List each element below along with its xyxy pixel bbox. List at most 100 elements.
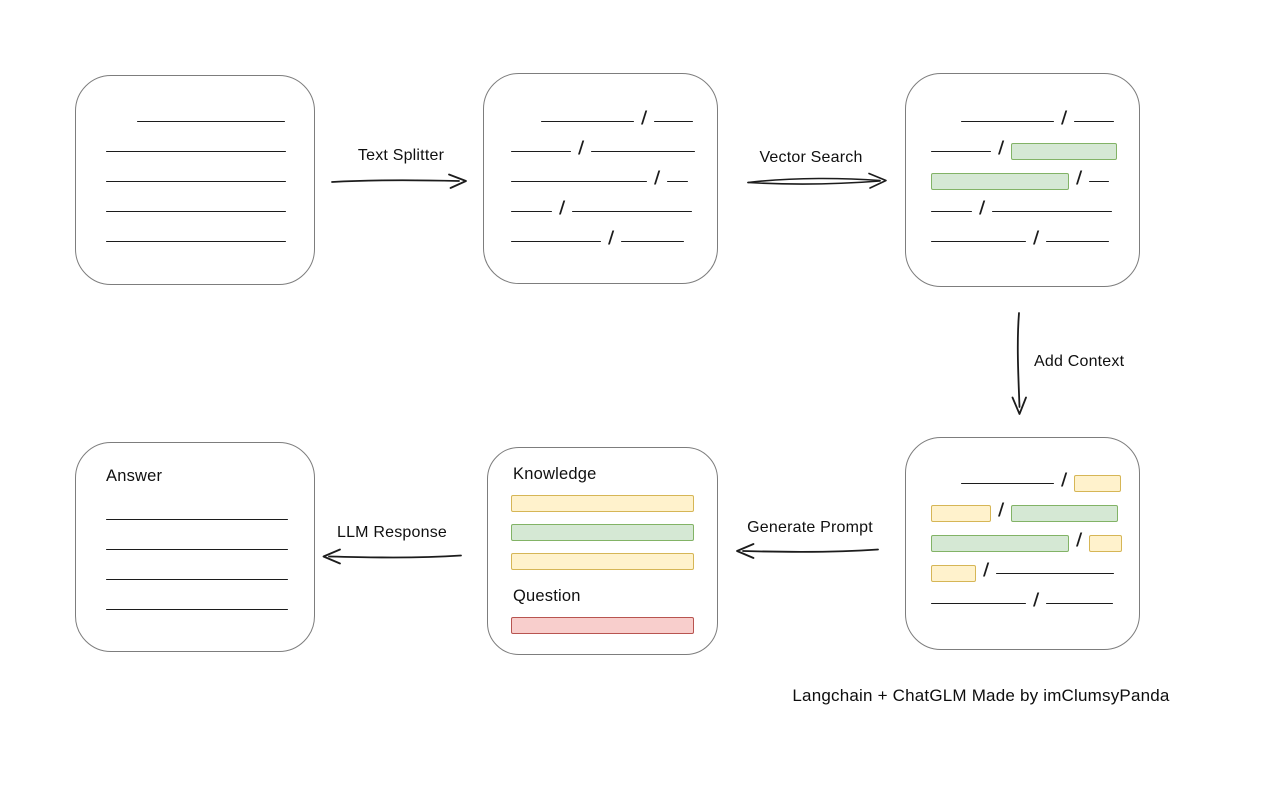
text-line bbox=[106, 210, 286, 212]
text-line bbox=[931, 150, 991, 152]
text-line bbox=[511, 180, 647, 182]
text-line bbox=[996, 572, 1115, 574]
llm-response-label: LLM Response bbox=[336, 524, 448, 541]
chunk-row: Answer bbox=[106, 461, 314, 491]
source-document-rows bbox=[76, 76, 314, 256]
chunk-row: / bbox=[931, 166, 1139, 196]
split-text-rows: / / / / / bbox=[484, 74, 717, 256]
chunk-row: / bbox=[511, 166, 717, 196]
chunk-row bbox=[106, 594, 314, 624]
text-line bbox=[106, 240, 286, 242]
text-line bbox=[106, 608, 288, 610]
vector-search-arrow bbox=[747, 172, 887, 189]
text-line bbox=[106, 150, 286, 152]
text-line bbox=[106, 180, 286, 182]
yellow-highlight-bar bbox=[1074, 474, 1122, 492]
chunk-row: / bbox=[931, 226, 1139, 256]
chunk-row: / bbox=[511, 226, 717, 256]
chunk-row: / bbox=[931, 498, 1139, 528]
chunk-row: / bbox=[931, 558, 1139, 588]
chunk-row bbox=[511, 547, 717, 576]
chunk-row bbox=[106, 226, 314, 256]
chunk-row bbox=[511, 611, 717, 640]
node-matched-chunks: / / / / / bbox=[905, 73, 1140, 287]
chunk-row: / bbox=[931, 196, 1139, 226]
chunk-separator-slash: / bbox=[998, 500, 1005, 520]
chunk-row: / bbox=[961, 106, 1139, 136]
node-split-text: / / / / / bbox=[483, 73, 718, 284]
red-highlight-bar bbox=[511, 617, 694, 634]
text-line bbox=[1074, 120, 1115, 122]
generate-prompt-label: Generate Prompt bbox=[747, 519, 873, 536]
chunk-row bbox=[106, 136, 314, 166]
chunk-separator-slash: / bbox=[559, 198, 566, 218]
chunk-separator-slash: / bbox=[983, 560, 990, 580]
text-line bbox=[931, 240, 1026, 242]
chunk-row: Knowledge bbox=[513, 460, 717, 489]
chunk-row: / bbox=[931, 588, 1139, 618]
green-highlight-bar bbox=[931, 534, 1069, 552]
chunk-row bbox=[511, 518, 717, 547]
llm-response-arrow bbox=[322, 548, 462, 565]
chunk-row: / bbox=[931, 528, 1139, 558]
text-line bbox=[992, 210, 1113, 212]
chunk-row bbox=[137, 106, 314, 136]
add-context-label: Add Context bbox=[1034, 353, 1125, 370]
chunk-row bbox=[106, 564, 314, 594]
chunk-row bbox=[106, 534, 314, 564]
text-splitter-label: Text Splitter bbox=[357, 147, 445, 164]
green-highlight-bar bbox=[511, 524, 694, 541]
text-line bbox=[106, 578, 288, 580]
chunk-separator-slash: / bbox=[998, 138, 1005, 158]
chunk-separator-slash: / bbox=[1076, 168, 1083, 188]
text-splitter-arrow bbox=[331, 173, 467, 189]
chunk-row bbox=[106, 166, 314, 196]
text-line bbox=[511, 150, 571, 152]
text-line bbox=[106, 548, 288, 550]
node-answer: Answer bbox=[75, 442, 315, 652]
yellow-highlight-bar bbox=[1089, 534, 1123, 552]
text-line bbox=[106, 518, 288, 520]
vector-search-label: Vector Search bbox=[759, 149, 863, 166]
text-line bbox=[541, 120, 634, 122]
text-line bbox=[931, 602, 1026, 604]
text-line bbox=[1089, 180, 1110, 182]
yellow-highlight-bar bbox=[511, 495, 694, 512]
chunk-row bbox=[511, 489, 717, 518]
context-chunks-rows: / / / / / bbox=[906, 438, 1139, 618]
chunk-row: / bbox=[961, 468, 1139, 498]
green-highlight-bar bbox=[931, 172, 1069, 190]
chunk-separator-slash: / bbox=[1033, 228, 1040, 248]
chunk-separator-slash: / bbox=[608, 228, 615, 248]
text-line bbox=[511, 210, 552, 212]
box-heading: Knowledge bbox=[513, 465, 597, 483]
chunk-row bbox=[106, 196, 314, 226]
text-line bbox=[572, 210, 693, 212]
chunk-separator-slash: / bbox=[654, 168, 661, 188]
green-highlight-bar bbox=[1011, 142, 1118, 160]
answer-rows: Answer bbox=[76, 443, 314, 624]
text-line bbox=[654, 120, 694, 122]
text-line bbox=[961, 120, 1054, 122]
chunk-row bbox=[106, 504, 314, 534]
box-heading: Question bbox=[513, 587, 581, 605]
add-context-arrow bbox=[1011, 312, 1027, 415]
node-source-document bbox=[75, 75, 315, 285]
green-highlight-bar bbox=[1011, 504, 1119, 522]
yellow-highlight-bar bbox=[931, 564, 976, 582]
chunk-separator-slash: / bbox=[1061, 470, 1068, 490]
node-context-chunks: / / / / / bbox=[905, 437, 1140, 650]
text-line bbox=[931, 210, 972, 212]
chunk-separator-slash: / bbox=[1061, 108, 1068, 128]
chunk-row: / bbox=[541, 106, 717, 136]
text-line bbox=[621, 240, 685, 242]
chunk-separator-slash: / bbox=[979, 198, 986, 218]
text-line bbox=[961, 482, 1054, 484]
chunk-separator-slash: / bbox=[641, 108, 648, 128]
chunk-separator-slash: / bbox=[1076, 530, 1083, 550]
chunk-separator-slash: / bbox=[578, 138, 585, 158]
generate-prompt-arrow bbox=[736, 543, 879, 559]
